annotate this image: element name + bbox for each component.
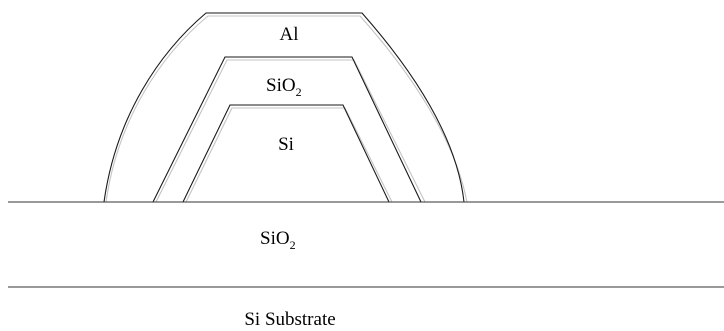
sio2-cladding-outline	[152, 56, 422, 203]
al-layer-outline-shadow	[105, 15, 468, 203]
si-core-outline	[182, 104, 390, 203]
si-core-outline-shadow	[185, 107, 393, 203]
sio2-box-label: SiO2	[260, 228, 296, 252]
al-label: Al	[280, 24, 299, 45]
sio2-cladding-outline-shadow	[155, 59, 426, 203]
si-core-label: Si	[278, 134, 294, 155]
al-layer-outline	[103, 12, 465, 203]
substrate-label: Si Substrate	[244, 309, 335, 330]
sio2-cladding-label: SiO2	[266, 75, 302, 99]
